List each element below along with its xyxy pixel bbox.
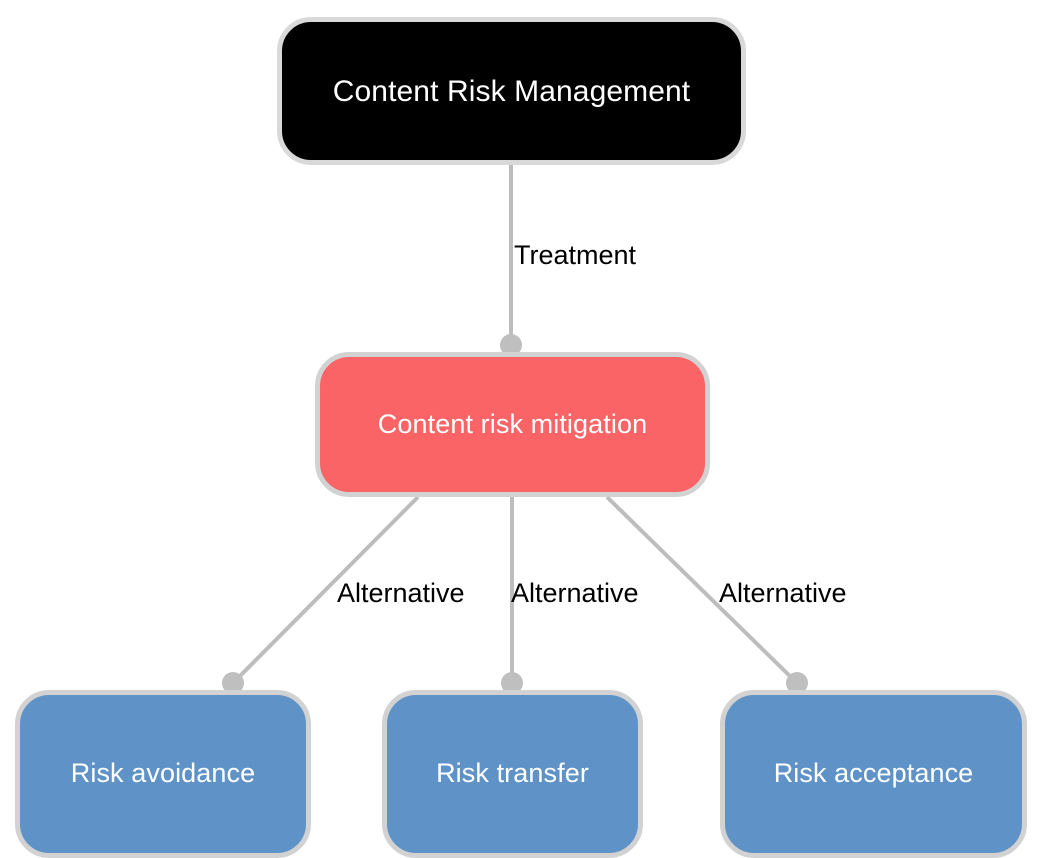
- node-risk-acceptance[interactable]: Risk acceptance: [720, 690, 1027, 858]
- edge-label-alternative-avoidance: Alternative: [337, 578, 465, 608]
- node-risk-avoidance-label: Risk avoidance: [70, 758, 256, 789]
- node-content-risk-management-label: Content Risk Management: [332, 74, 691, 108]
- node-risk-acceptance-label: Risk acceptance: [773, 758, 974, 789]
- node-risk-avoidance[interactable]: Risk avoidance: [15, 690, 311, 858]
- node-content-risk-mitigation[interactable]: Content risk mitigation: [315, 352, 710, 497]
- edge-label-alternative-acceptance: Alternative: [719, 578, 847, 608]
- node-content-risk-mitigation-label: Content risk mitigation: [377, 408, 648, 439]
- edge-label-alternative-transfer: Alternative: [511, 578, 639, 608]
- node-risk-transfer[interactable]: Risk transfer: [382, 690, 643, 858]
- node-risk-transfer-label: Risk transfer: [436, 758, 589, 789]
- edge-label-treatment: Treatment: [514, 240, 637, 270]
- node-content-risk-management[interactable]: Content Risk Management: [277, 17, 746, 165]
